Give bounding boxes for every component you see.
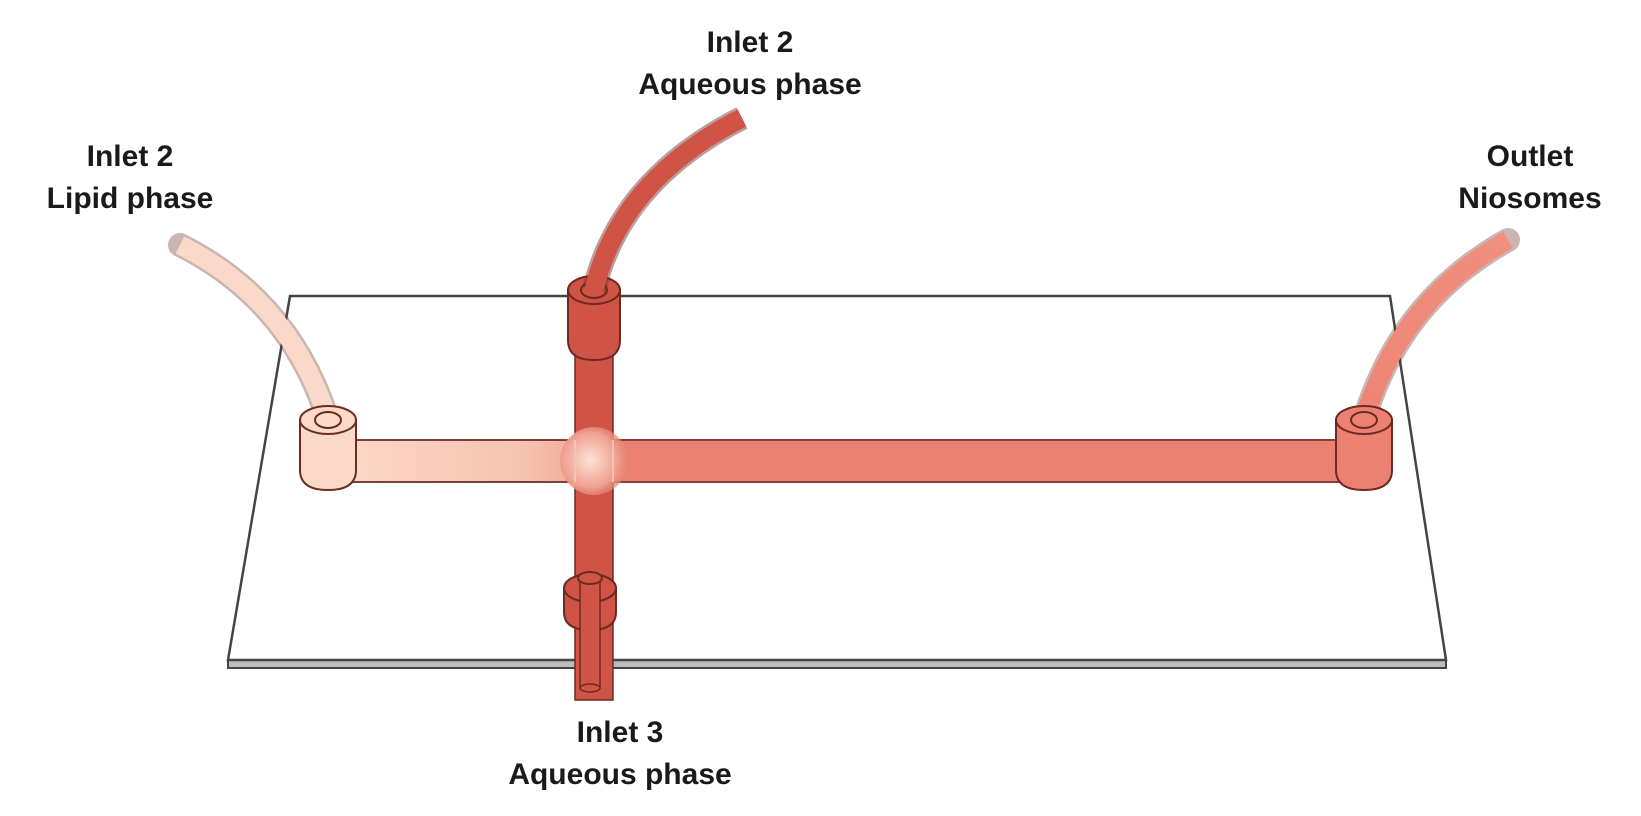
- label-lipid-inlet: Inlet 2 Lipid phase: [20, 136, 240, 220]
- label-outlet-title: Outlet: [1486, 140, 1574, 173]
- mixing-junction: [560, 427, 628, 495]
- label-aqueous-top-inlet-title: Inlet 2: [706, 26, 794, 59]
- lipid-inlet-port: [299, 405, 357, 492]
- label-aqueous-bottom-inlet: Inlet 3 Aqueous phase: [470, 712, 770, 796]
- aqueous-top-tube: [582, 107, 748, 293]
- aqueous-bottom-tube: [577, 571, 603, 693]
- outlet-port: [1335, 405, 1393, 492]
- label-aqueous-bottom-inlet-subtitle: Aqueous phase: [508, 758, 732, 791]
- label-aqueous-bottom-inlet-title: Inlet 3: [576, 716, 664, 749]
- label-aqueous-top-inlet: Inlet 2 Aqueous phase: [600, 22, 900, 106]
- main-channel: [337, 439, 1349, 483]
- lipid-inlet-tube: [168, 233, 340, 432]
- label-outlet-subtitle: Niosomes: [1458, 182, 1602, 215]
- label-lipid-inlet-title: Inlet 2: [86, 140, 174, 173]
- outlet-tube: [1352, 228, 1520, 432]
- label-lipid-inlet-subtitle: Lipid phase: [46, 182, 214, 215]
- label-outlet: Outlet Niosomes: [1430, 136, 1630, 220]
- label-aqueous-top-inlet-subtitle: Aqueous phase: [638, 68, 862, 101]
